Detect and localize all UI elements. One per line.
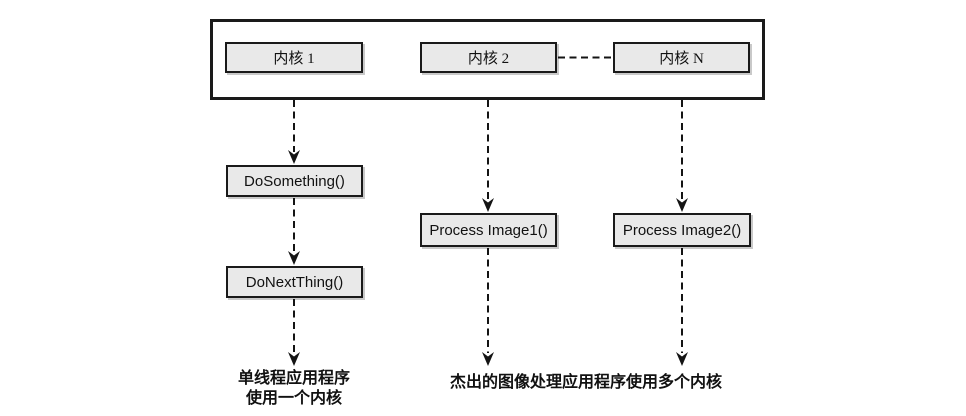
- donextthing-label: DoNextThing(): [245, 273, 344, 291]
- dosomething-to-donextthing-arrowhead: [288, 251, 300, 265]
- dosomething-box: DoSomething(): [226, 165, 363, 197]
- core1-to-dosomething-arrowhead: [288, 150, 300, 164]
- processimage2-to-caption-arrowhead: [676, 352, 688, 366]
- process-image1-label: Process Image1(): [429, 221, 548, 239]
- core-box-1: 内核 1: [225, 42, 363, 73]
- donextthing-box: DoNextThing(): [226, 266, 363, 298]
- coren-to-processimage2-arrowhead: [676, 198, 688, 212]
- core-box-n: 内核 N: [613, 42, 750, 73]
- processimage1-to-caption-arrowhead: [482, 352, 494, 366]
- multi-core-caption: 杰出的图像处理应用程序使用多个内核: [386, 373, 786, 393]
- donextthing-to-caption-arrowhead: [288, 352, 300, 366]
- single-thread-caption-line2: 使用一个内核: [245, 390, 342, 407]
- core-2-label: 内核 2: [467, 51, 510, 67]
- multi-core-caption-text: 杰出的图像处理应用程序使用多个内核: [449, 374, 722, 391]
- single-thread-caption: 单线程应用程序 使用一个内核: [144, 369, 444, 409]
- single-thread-caption-line1: 单线程应用程序: [237, 370, 350, 387]
- core-1-label: 内核 1: [273, 51, 315, 67]
- core-n-label: 内核 N: [659, 51, 704, 67]
- process-image2-box: Process Image2(): [613, 213, 751, 247]
- core2-to-processimage1-arrowhead: [482, 198, 494, 212]
- dosomething-label: DoSomething(): [244, 172, 345, 190]
- process-image1-box: Process Image1(): [420, 213, 557, 247]
- process-image2-label: Process Image2(): [622, 221, 742, 239]
- core-box-2: 内核 2: [420, 42, 557, 73]
